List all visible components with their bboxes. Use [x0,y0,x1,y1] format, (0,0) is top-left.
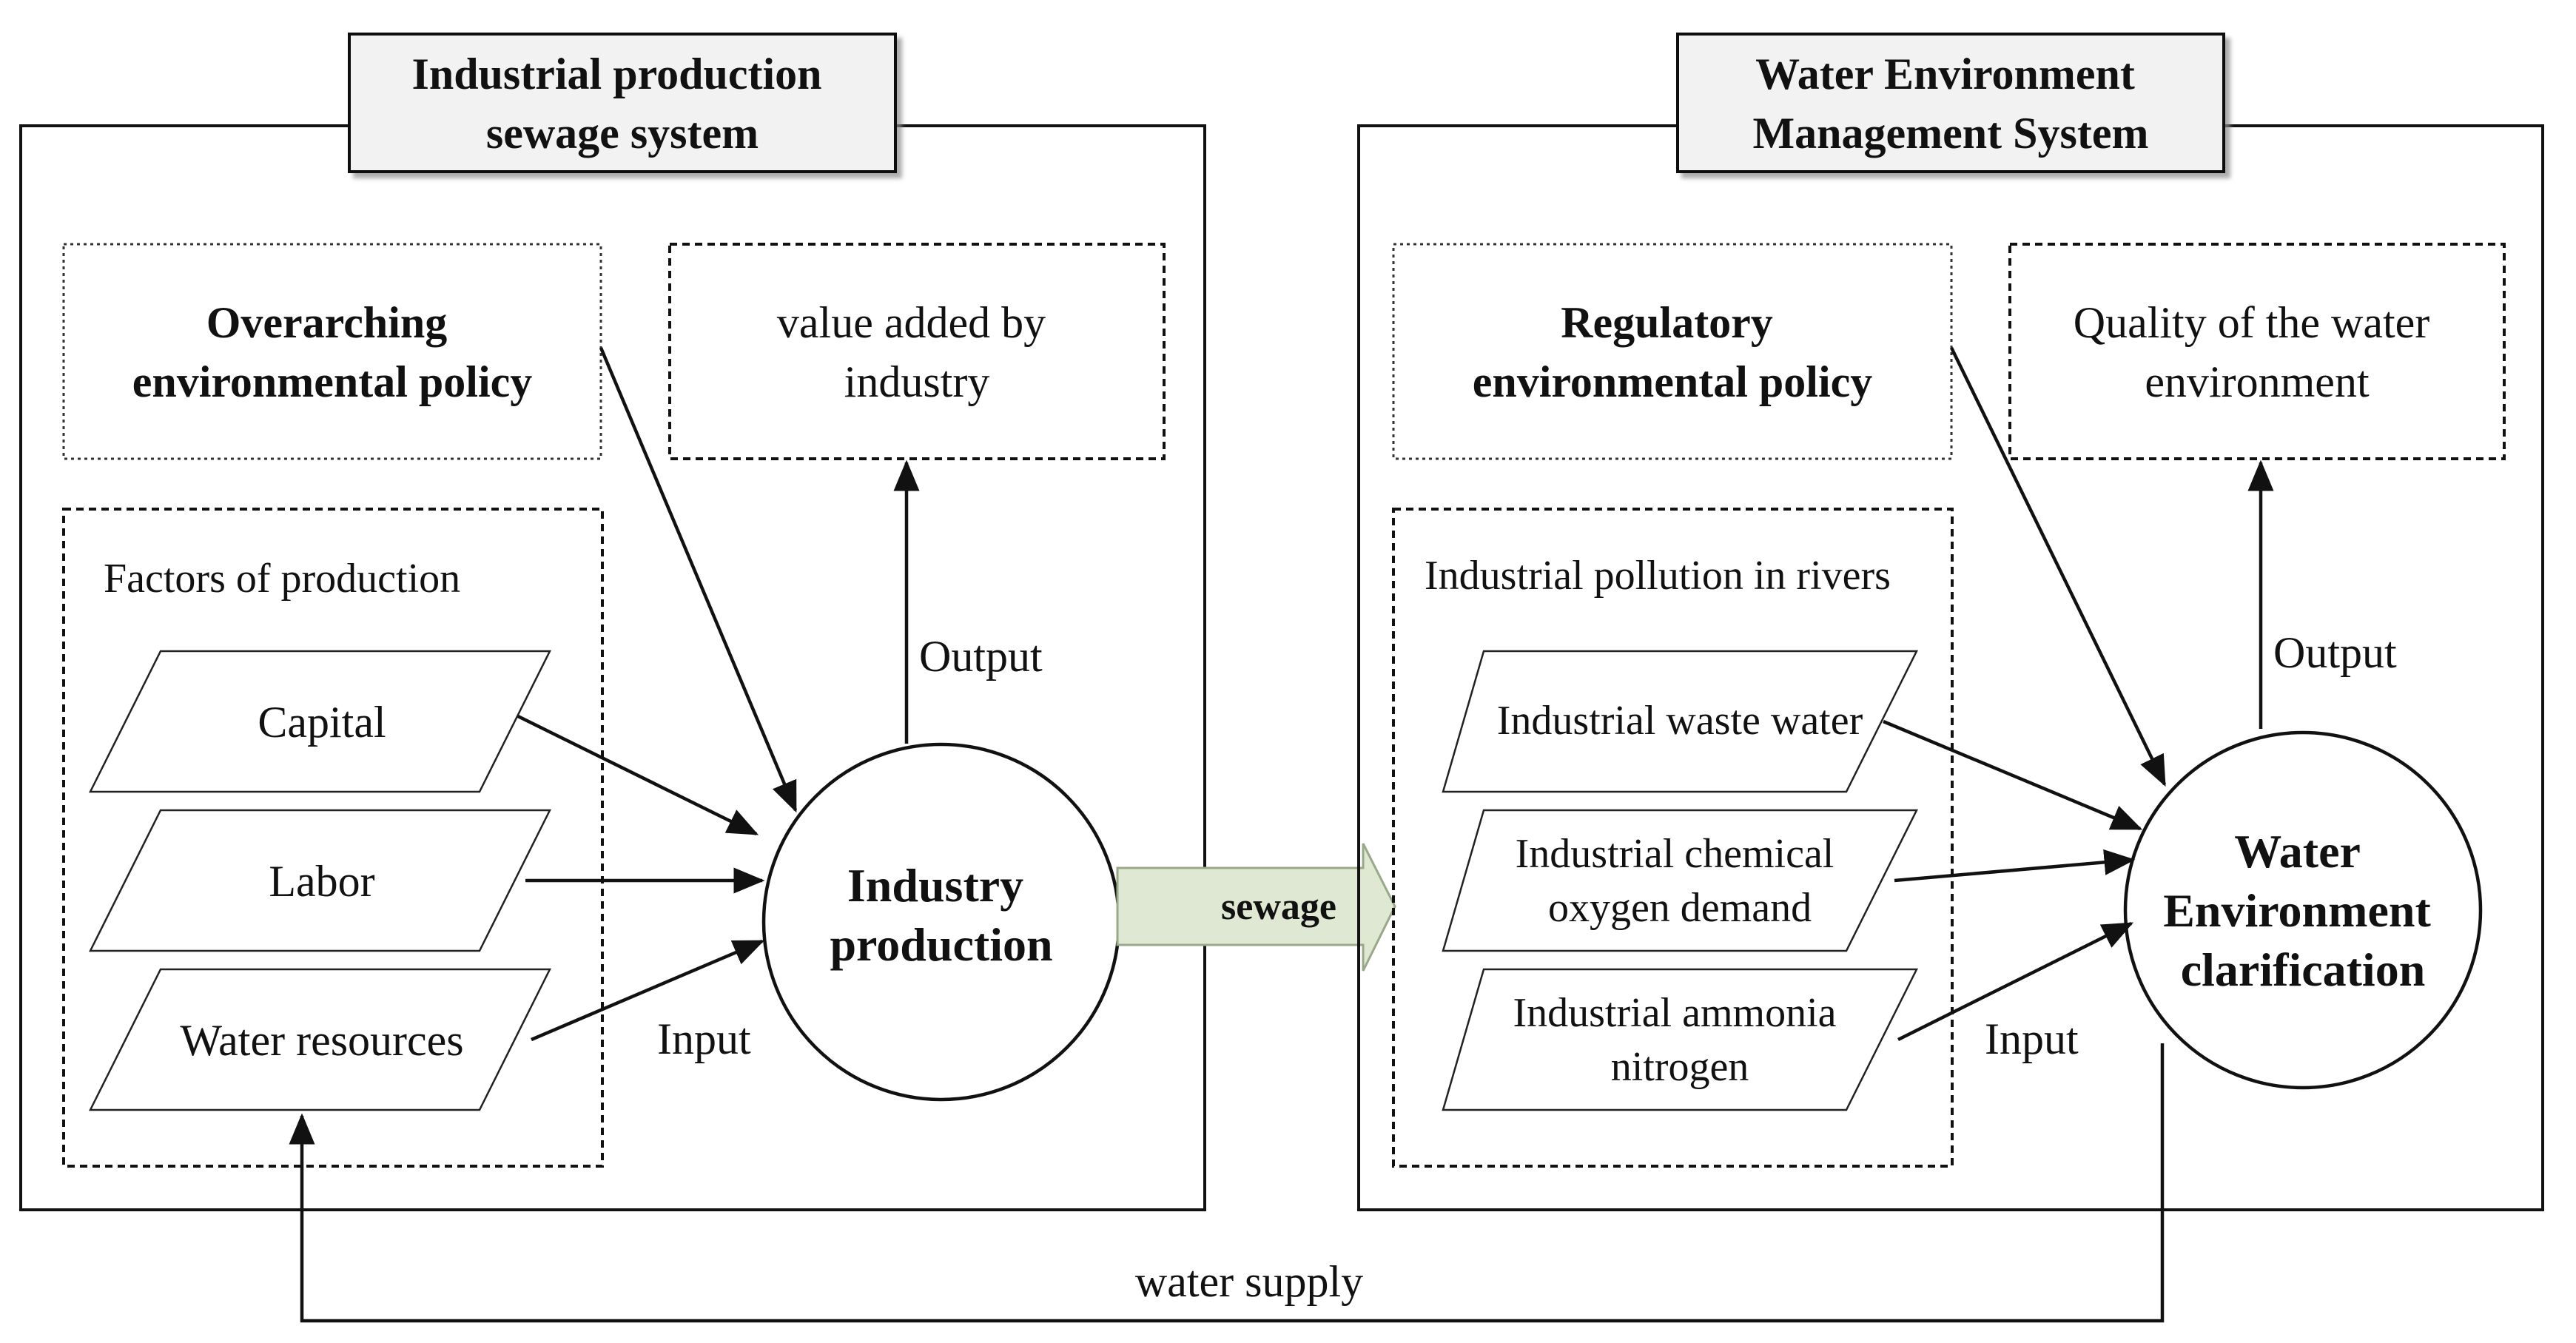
water-environment-clarification-label: Water Environment clarification [2163,825,2443,996]
right-system-title: Water Environment Management System [1676,33,2225,173]
waste-water-to-clarification-arrow [1883,719,2143,831]
capital-to-production-arrow [517,714,759,836]
water-resources-box [88,968,552,1111]
capital-box [88,650,552,793]
overarching-policy-label: Overarching environmental policy [132,298,533,406]
water-resources-to-production-arrow [531,939,765,1042]
left-title-box [348,33,897,173]
left-system: Industrial production sewage system Over… [19,33,1206,1211]
factors-of-production-group [62,508,604,1168]
sewage-arrow-shape [1116,843,1396,972]
chemical-oxygen-demand-box [1442,809,1919,952]
ammonia-nitrogen-box [1442,968,1919,1111]
right-input-label: Input [1985,1014,2079,1063]
left-system-title: Industrial production sewage system [348,33,897,173]
overarching-policy-box [62,243,602,460]
water-supply-loop: water supply [289,1043,2165,1323]
labor-box [88,809,552,952]
regulatory-policy-box [1392,243,1953,460]
water-quality-box [2008,243,2506,460]
right-output-label: Output [2273,628,2397,677]
left-output-label: Output [919,632,1043,681]
capital-label: Capital [258,698,386,747]
water-environment-clarification-node [2123,730,2483,1090]
industrial-pollution-group [1392,508,1954,1168]
water-supply-label: water supply [1135,1257,1363,1306]
waste-water-label: Industrial waste water [1497,698,1863,744]
policy-to-production-arrow [599,347,798,813]
regulatory-to-clarification-arrow [1949,347,2167,787]
industrial-pollution-title: Industrial pollution in rivers [1425,553,1891,599]
right-title-text: Water Environment Management System [1753,50,2149,158]
water-resources-label: Water resources [180,1016,463,1065]
sewage-flow: sewage [1116,843,1396,972]
ammonia-nitrogen-to-clarification-arrow [1897,921,2134,1042]
water-supply-arrow [289,1043,2165,1323]
labor-label: Labor [269,857,374,906]
chemical-oxygen-to-clarification-arrow [1894,849,2136,883]
water-quality-label: Quality of the water environment [2074,298,2441,406]
value-added-label: value added by industry [777,298,1057,406]
left-title-text: Industrial production sewage system [411,50,833,158]
chemical-oxygen-demand-label: Industrial chemical oxygen demand [1516,831,1845,931]
waste-water-box [1442,650,1919,793]
regulatory-policy-label: Regulatory environmental policy [1473,298,1873,406]
sewage-label: sewage [1221,886,1336,928]
left-input-label: Input [657,1014,751,1063]
ammonia-nitrogen-label: Industrial ammonia nitrogen [1513,990,1846,1090]
right-system: Water Environment Management System Regu… [1357,33,2544,1211]
factors-of-production-title: Factors of production [104,556,460,602]
right-title-box [1676,33,2225,173]
value-added-box [668,243,1166,460]
industry-production-label: Industry production [830,859,1052,971]
